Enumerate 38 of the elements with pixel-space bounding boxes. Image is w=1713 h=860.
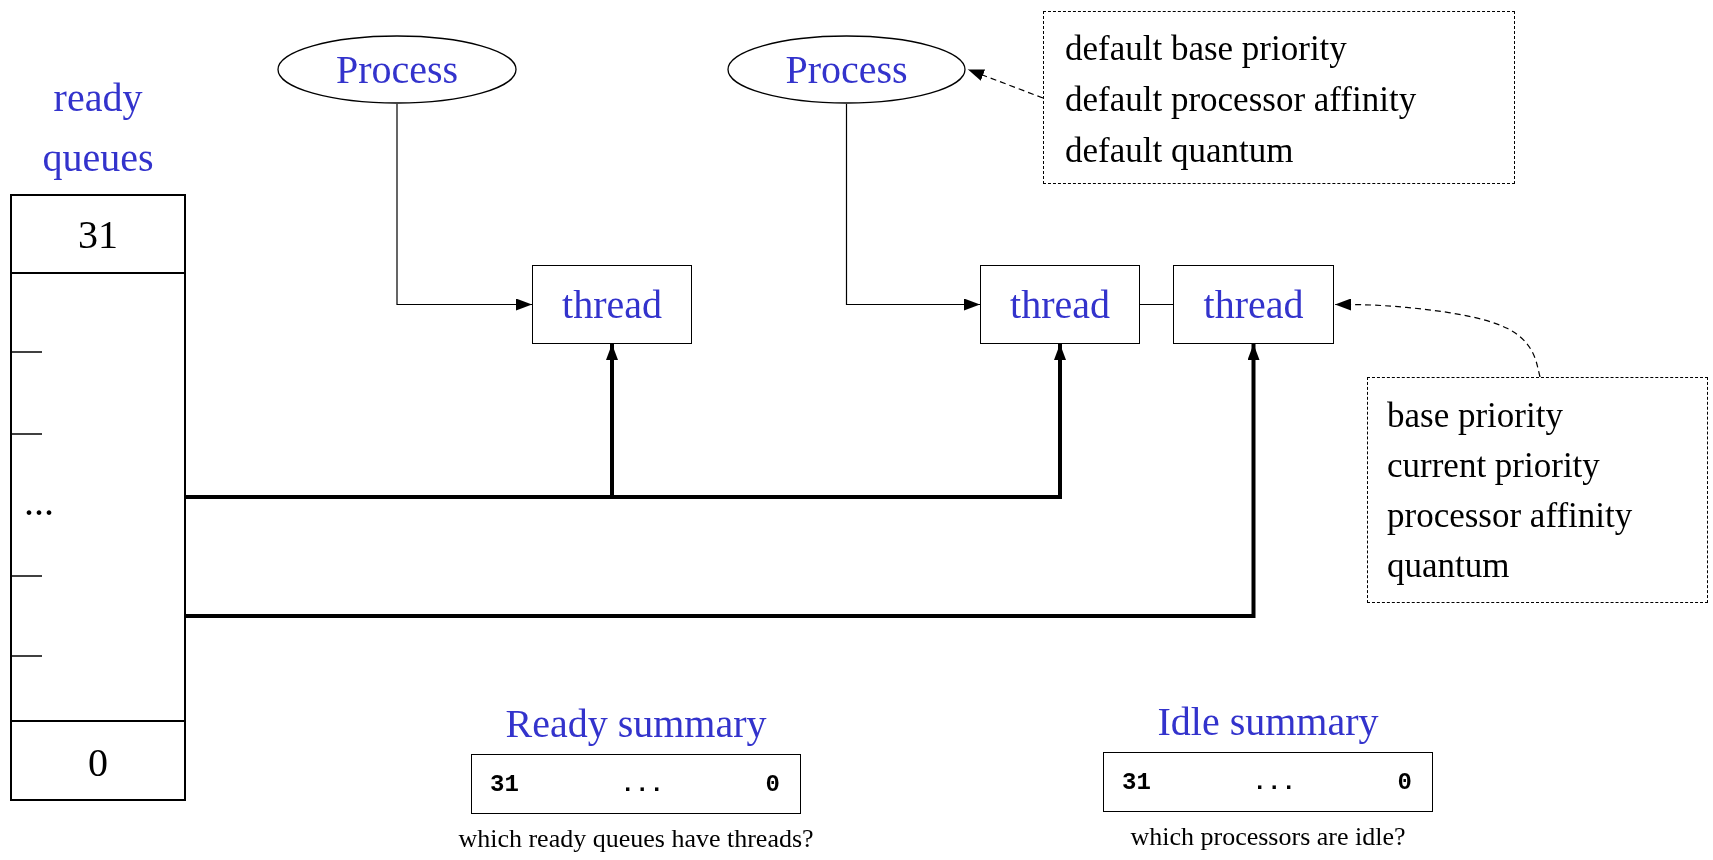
bit-label: ... — [620, 770, 664, 798]
bit-label: 31 — [490, 770, 519, 798]
summary-title: Ready summary — [504, 700, 768, 748]
note-box — [1367, 377, 1708, 603]
array-heading: ready queues — [41, 74, 155, 182]
note-box — [1043, 11, 1515, 184]
arrow — [186, 344, 1260, 618]
attribute-text: base priority — [1387, 395, 1564, 437]
thread-label: thread — [1203, 281, 1304, 328]
arrow — [967, 68, 1044, 99]
attribute-text: default quantum — [1065, 130, 1295, 172]
process-label: Process — [785, 46, 908, 93]
process-label: Process — [335, 46, 459, 93]
caption-text: which processors are idle? — [1129, 822, 1407, 852]
arrow — [396, 103, 533, 311]
attribute-text: default base priority — [1065, 28, 1348, 70]
thread-box — [980, 265, 1140, 344]
thread-label: thread — [562, 281, 662, 328]
connector-line — [1139, 303, 1174, 306]
priority-label: 0 — [88, 738, 108, 786]
caption-text: which ready queues have threads? — [457, 824, 815, 854]
attribute-text: quantum — [1387, 545, 1511, 587]
summary-title: Idle summary — [1156, 698, 1380, 746]
arrow — [1334, 298, 1541, 378]
attribute-text: default processor affinity — [1065, 79, 1418, 121]
bit-label: 0 — [765, 770, 780, 798]
thread-label: thread — [1010, 281, 1110, 328]
bit-label: ... — [1252, 768, 1296, 796]
thread-box — [1173, 265, 1334, 344]
arrow — [186, 344, 1066, 499]
arrow — [845, 103, 981, 311]
thread-box — [532, 265, 692, 344]
bit-label: 31 — [1122, 768, 1151, 796]
priority-label: 31 — [78, 211, 118, 258]
attribute-text: processor affinity — [1387, 495, 1634, 537]
attribute-text: current priority — [1387, 445, 1601, 487]
priority-label: ... — [23, 477, 54, 525]
bit-label: 0 — [1397, 768, 1412, 796]
